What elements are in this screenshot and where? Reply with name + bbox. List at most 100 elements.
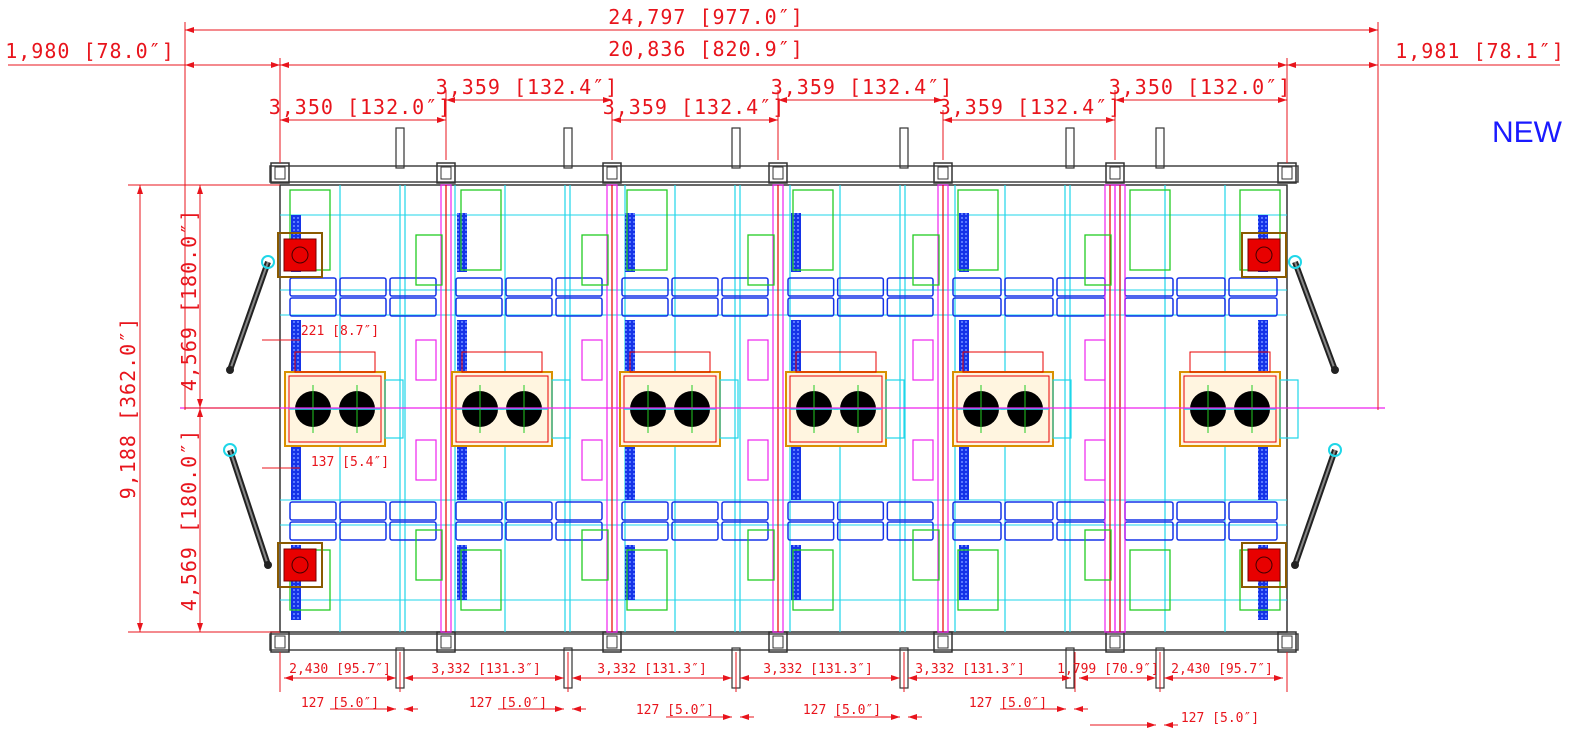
post-base-top-inner bbox=[937, 166, 949, 180]
corner-motor bbox=[277, 232, 323, 278]
conveyor-band bbox=[389, 501, 437, 521]
shaft-end bbox=[226, 366, 234, 374]
magenta-bracket bbox=[415, 339, 437, 381]
conveyor-band bbox=[1228, 277, 1278, 297]
press-side-block bbox=[384, 379, 404, 439]
top-rail bbox=[269, 165, 1299, 183]
conveyor-band bbox=[505, 277, 553, 297]
dim-left-overhang: 1,980 [78.0″] bbox=[5, 39, 175, 63]
magenta-bracket bbox=[912, 339, 934, 381]
conveyor-band bbox=[505, 297, 553, 317]
conveyor-band bbox=[886, 277, 934, 297]
conveyor-band bbox=[555, 297, 603, 317]
post-base-bottom bbox=[602, 631, 622, 653]
press-top-unit bbox=[294, 351, 376, 373]
motor-shaft bbox=[291, 246, 309, 264]
blue-grid-strip bbox=[959, 320, 969, 390]
dim-span-1: 3,350 [132.0″] bbox=[269, 95, 452, 119]
conveyor-band bbox=[289, 277, 337, 297]
conveyor-band bbox=[1124, 501, 1174, 521]
green-bracket bbox=[1129, 189, 1171, 271]
blue-grid-strip bbox=[291, 320, 301, 380]
press-top-unit bbox=[1189, 351, 1271, 373]
green-bracket bbox=[1084, 529, 1112, 581]
conveyor-band bbox=[671, 521, 719, 541]
green-bracket bbox=[415, 234, 443, 286]
dim-bottom-seg-2: 3,332 [131.3″] bbox=[431, 662, 541, 677]
magenta-bracket bbox=[912, 439, 934, 481]
conveyor-band bbox=[1228, 521, 1278, 541]
dim-bottom-seg-6: 1,799 [70.9″] bbox=[1057, 662, 1159, 677]
dim-span-5: 3,359 [132.4″] bbox=[939, 95, 1122, 119]
dim-span-4: 3,359 [132.4″] bbox=[771, 75, 954, 99]
conveyor-band bbox=[339, 277, 387, 297]
magenta-bracket bbox=[415, 439, 437, 481]
conveyor-band bbox=[952, 501, 1002, 521]
motor-frame bbox=[277, 542, 323, 588]
blue-grid-strip bbox=[1258, 545, 1268, 620]
motor-body bbox=[1247, 238, 1281, 272]
green-bracket bbox=[581, 234, 609, 286]
dim-bottom-seg-1: 2,430 [95.7″] bbox=[289, 662, 391, 677]
magenta-bracket bbox=[747, 439, 769, 481]
dim-span-6: 3,350 [132.0″] bbox=[1109, 75, 1292, 99]
conveyor-band bbox=[1004, 297, 1054, 317]
slim-post-top bbox=[1155, 127, 1165, 169]
press-side-block bbox=[1052, 379, 1072, 439]
post-base-bottom-inner bbox=[772, 635, 784, 649]
press-unit bbox=[785, 351, 905, 447]
blue-grid-strip bbox=[791, 545, 801, 600]
conveyor-band bbox=[389, 297, 437, 317]
post-base-top bbox=[436, 162, 456, 184]
press-top-unit bbox=[962, 351, 1044, 373]
shaft-joint bbox=[223, 443, 237, 457]
conveyor-band bbox=[721, 297, 769, 317]
shaft-end bbox=[1291, 561, 1299, 569]
magenta-bracket bbox=[581, 439, 603, 481]
conveyor-band bbox=[389, 521, 437, 541]
press-side-block bbox=[1279, 379, 1299, 439]
conveyor-band bbox=[671, 297, 719, 317]
motor-frame bbox=[1241, 542, 1287, 588]
blue-grid-strip bbox=[959, 545, 969, 600]
post-base-top bbox=[1105, 162, 1125, 184]
press-unit bbox=[451, 351, 571, 447]
dim-inner-offset-b: 137 [5.4″] bbox=[311, 455, 389, 470]
dim-upper-half: 4,569 [180.0″] bbox=[177, 209, 201, 392]
slim-post-top bbox=[899, 127, 909, 169]
magenta-bracket bbox=[747, 339, 769, 381]
dim-inner-length: 20,836 [820.9″] bbox=[608, 37, 804, 61]
dim-post-width-6: 127 [5.0″] bbox=[1181, 711, 1259, 726]
green-bracket bbox=[460, 549, 502, 611]
drive-shaft-core bbox=[1294, 261, 1336, 371]
post-base-bottom bbox=[1105, 631, 1125, 653]
conveyor-band bbox=[289, 297, 337, 317]
motor-body bbox=[283, 548, 317, 582]
conveyor-band bbox=[721, 521, 769, 541]
post-base-bottom bbox=[270, 631, 290, 653]
green-bracket bbox=[792, 549, 834, 611]
dim-bottom-seg-3: 3,332 [131.3″] bbox=[597, 662, 707, 677]
blue-grid-strip bbox=[625, 213, 635, 272]
conveyor-band bbox=[455, 277, 503, 297]
post-base-top-inner bbox=[606, 166, 618, 180]
press-top-unit bbox=[629, 351, 711, 373]
green-bracket bbox=[1129, 549, 1171, 611]
conveyor-band bbox=[505, 501, 553, 521]
dimension-lines bbox=[8, 22, 1560, 728]
press-unit bbox=[284, 351, 404, 447]
dim-post-width-2: 127 [5.0″] bbox=[469, 696, 547, 711]
conveyor-band bbox=[555, 521, 603, 541]
dim-right-overhang: 1,981 [78.1″] bbox=[1395, 39, 1565, 63]
green-bracket bbox=[792, 189, 834, 271]
conveyor-band bbox=[339, 297, 387, 317]
slim-post-top bbox=[395, 127, 405, 169]
blue-grid-strip bbox=[959, 420, 969, 500]
dim-post-width-1: 127 [5.0″] bbox=[301, 696, 379, 711]
conveyor-band bbox=[1056, 277, 1106, 297]
motor-shaft bbox=[1255, 246, 1273, 264]
press-side-block bbox=[551, 379, 571, 439]
drive-shaft-core bbox=[1294, 449, 1336, 566]
post-base-top-inner bbox=[274, 166, 286, 180]
conveyor-band bbox=[787, 521, 835, 541]
